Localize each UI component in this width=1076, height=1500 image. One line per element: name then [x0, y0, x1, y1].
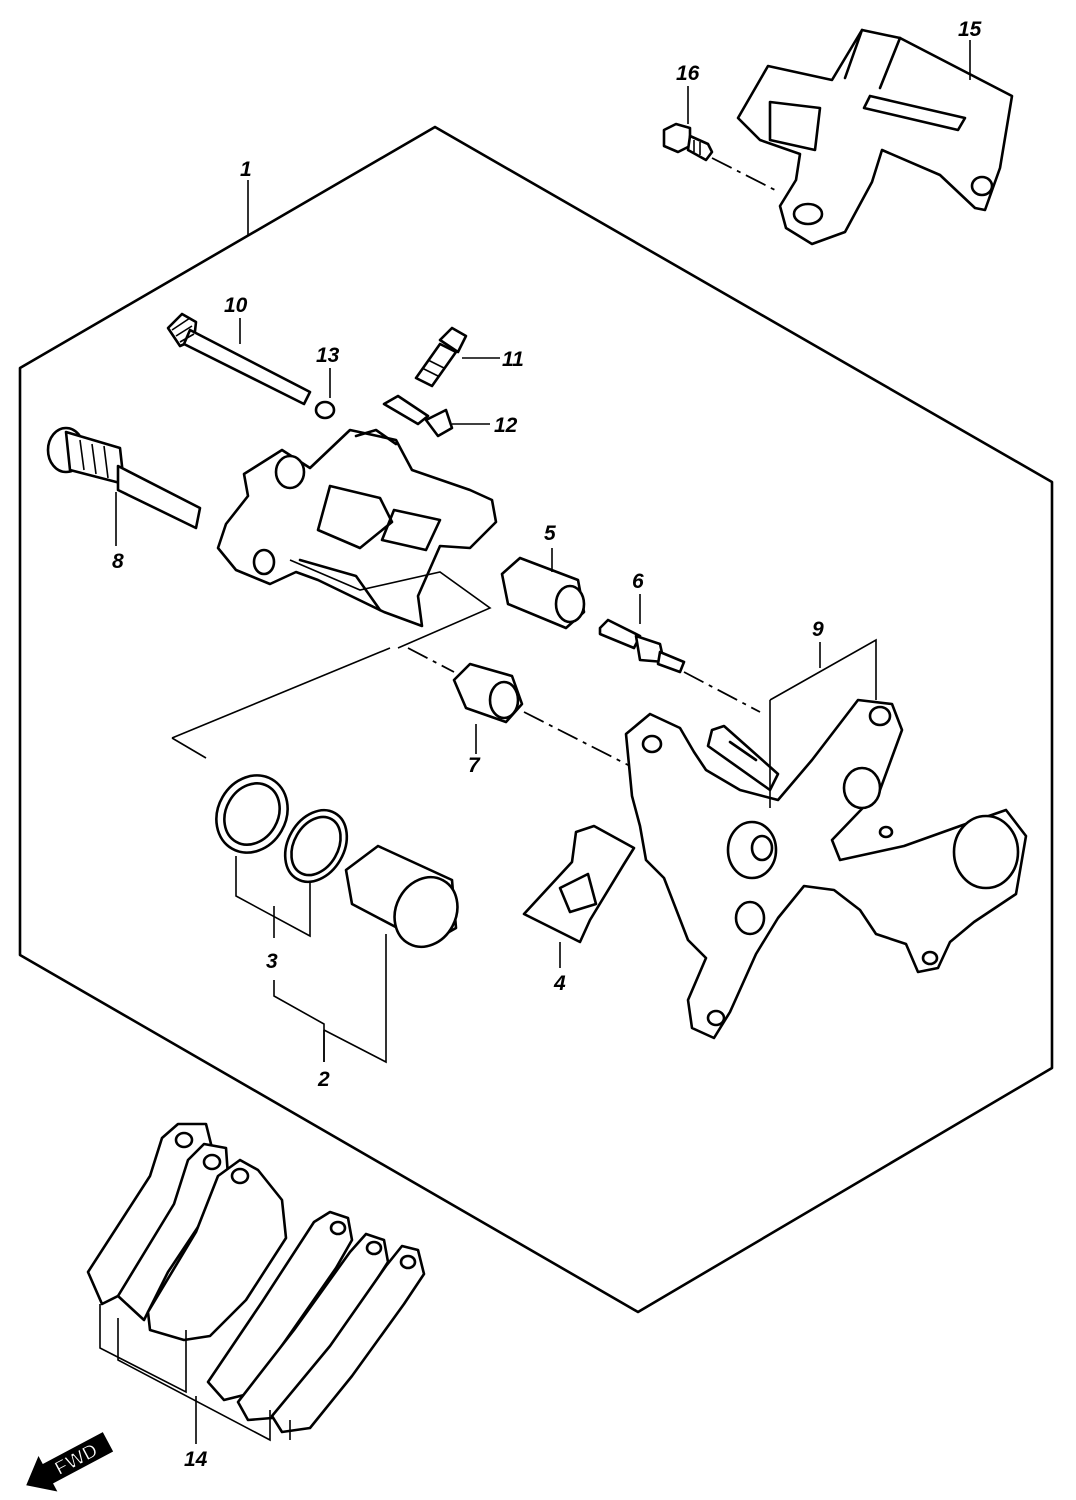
clip-part-4 [522, 824, 636, 944]
bolt-part-16 [662, 122, 714, 162]
slide-pin-part-8 [46, 426, 202, 530]
piston-seals-part-3 [215, 774, 349, 884]
oring-part-13 [314, 400, 336, 420]
callout-11: 11 [502, 348, 524, 371]
bleeder-valve-part-11 [414, 326, 468, 388]
guide-pin-part-6 [598, 618, 686, 674]
sleeve-part-5 [500, 556, 586, 630]
boot-part-7 [452, 662, 524, 724]
bracket-part-15 [736, 28, 1014, 246]
fwd-label: FWD [51, 1439, 102, 1480]
callout-4: 4 [553, 972, 566, 995]
brake-pads-part-14 [86, 1122, 426, 1434]
callout-6: 6 [632, 570, 644, 593]
bleeder-cap-part-12 [382, 394, 454, 438]
callout-12: 12 [494, 414, 518, 437]
caliper-body [216, 428, 498, 628]
callout-3: 3 [266, 950, 278, 973]
left-arrow-icon [26, 1432, 114, 1492]
callout-8: 8 [112, 550, 124, 573]
callout-1: 1 [240, 158, 252, 181]
piston [344, 844, 459, 949]
support-bracket-part-9 [624, 698, 1028, 1040]
fwd-direction-indicator: FWD [26, 1432, 114, 1492]
callout-2: 2 [317, 1068, 330, 1091]
assembly-outline [18, 125, 1054, 1314]
callout-16: 16 [676, 62, 700, 85]
callout-9: 9 [812, 618, 824, 641]
slide-pin-part-10 [166, 312, 312, 406]
callout-7: 7 [468, 754, 481, 777]
callout-10: 10 [224, 294, 248, 317]
callout-14: 14 [184, 1448, 208, 1471]
callout-15: 15 [958, 18, 982, 41]
callout-13: 13 [316, 344, 340, 367]
callout-5: 5 [544, 522, 556, 545]
